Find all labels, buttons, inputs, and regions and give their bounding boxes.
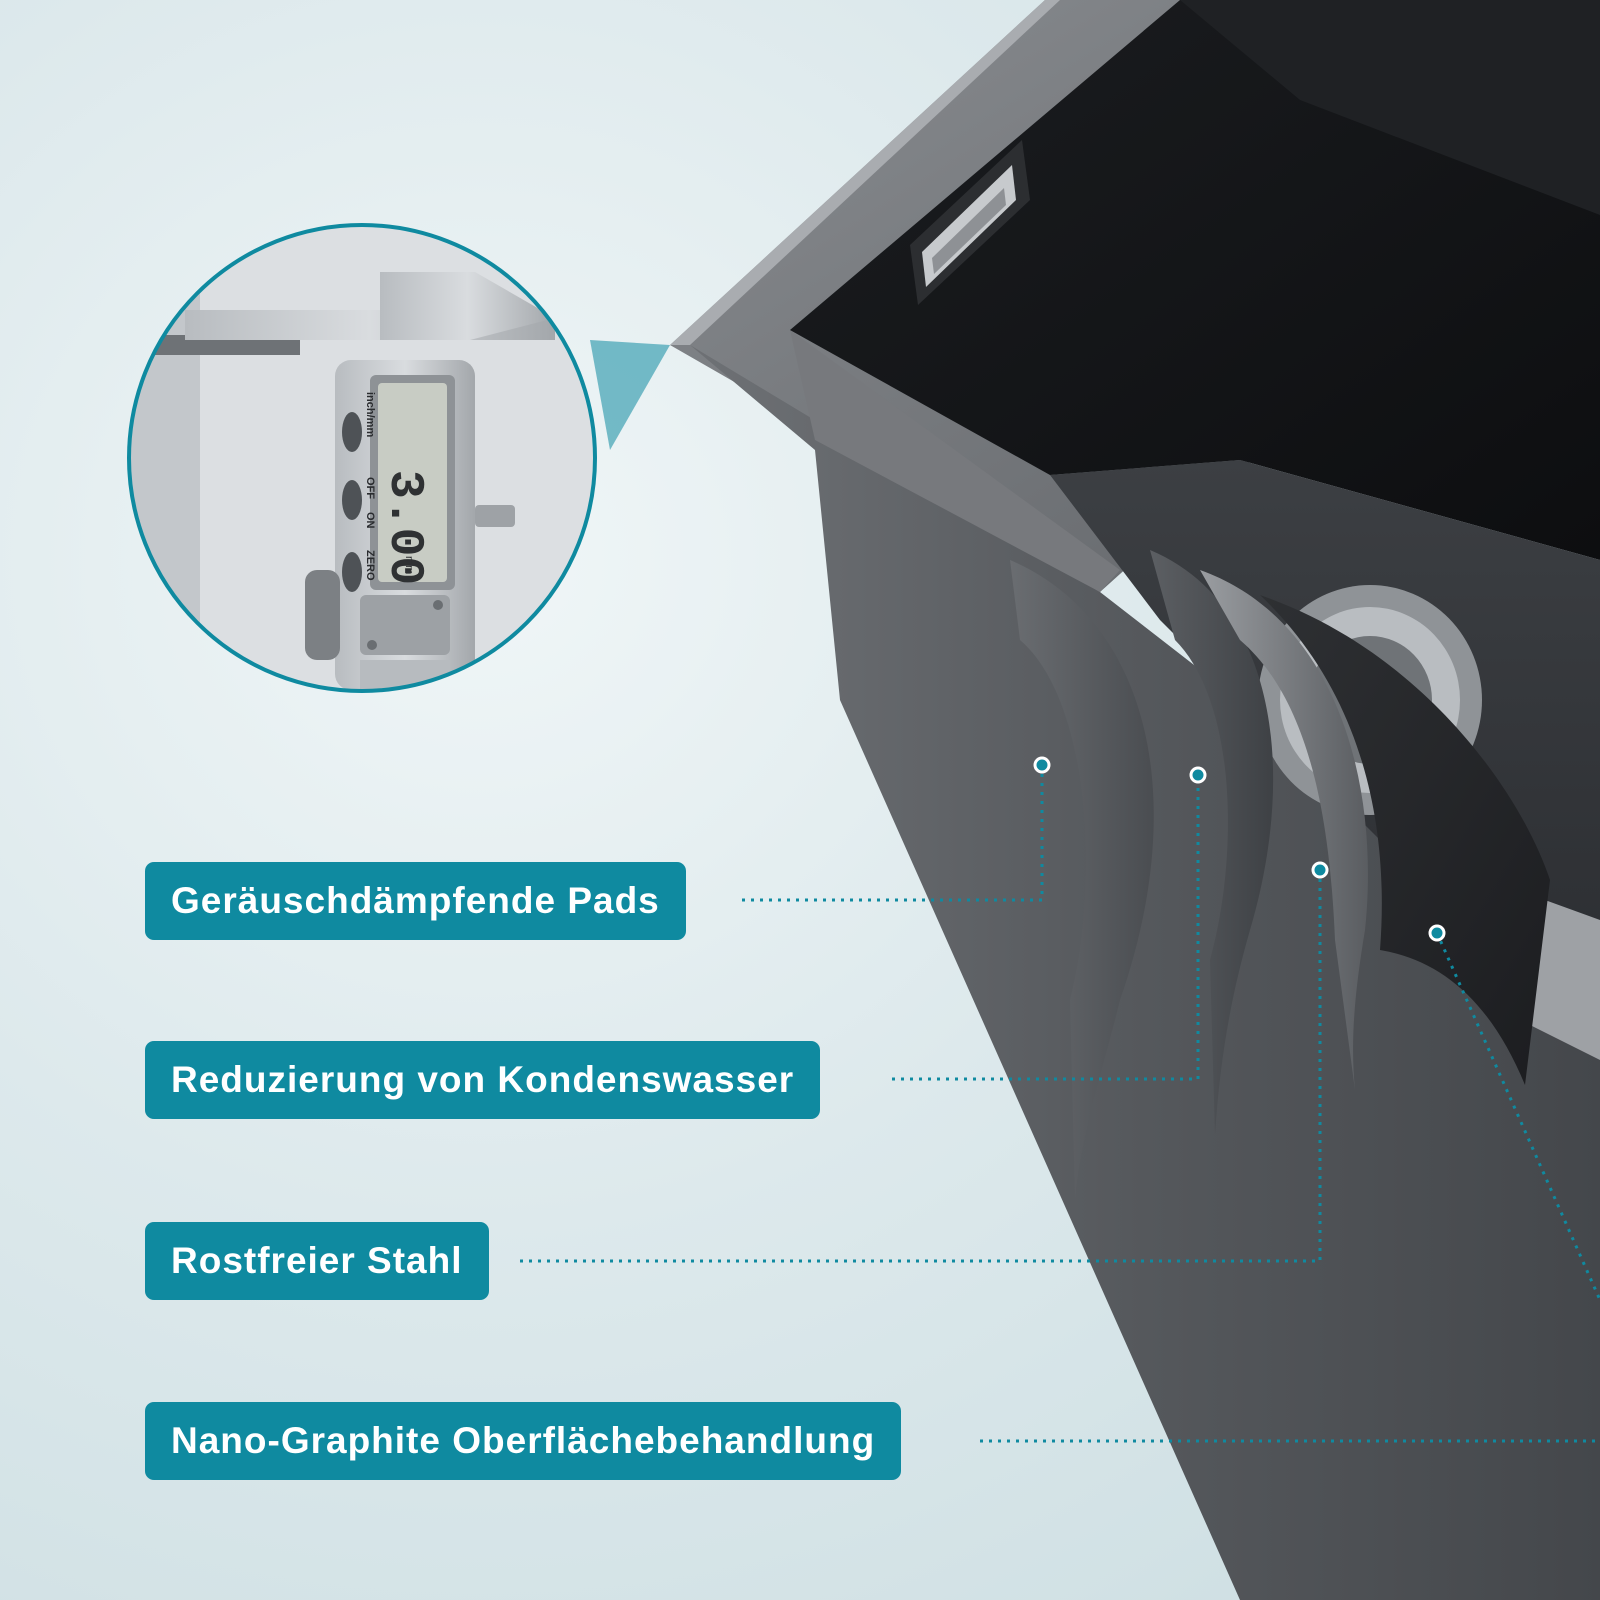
leader-line-4-upper (1435, 932, 1600, 1301)
zoom-connector (590, 340, 670, 450)
zero-button-label: ZERO (364, 550, 376, 581)
leader-line-2 (892, 775, 1200, 1081)
callout-lines (520, 765, 1600, 1443)
leader-line-1 (742, 765, 1044, 902)
callout-dot-3 (1311, 861, 1329, 879)
layer-pad-1 (1010, 560, 1154, 1200)
caliper-reading: 3.00 (377, 470, 431, 585)
callout-label-noise-pads: Geräuschdämpfende Pads (145, 862, 686, 940)
callout-dots (1033, 756, 1446, 942)
power-off-label: OFF (364, 477, 376, 499)
sink-inner-right (1180, 0, 1600, 215)
layers (1010, 550, 1550, 1200)
thumb-wheel (305, 570, 340, 660)
power-button[interactable] (342, 480, 362, 520)
zero-button[interactable] (342, 552, 362, 592)
callout-label-nano-graphite: Nano-Graphite Oberflächebehandlung (145, 1402, 902, 1480)
caliper-plate (360, 595, 450, 655)
caliper-jaw (380, 272, 555, 340)
sink-rim-highlight (670, 0, 1060, 345)
unit-button-label: inch/mm (364, 392, 376, 437)
power-on-label: ON (364, 512, 376, 529)
caliper-zoom-border (127, 223, 597, 693)
lock-screw (475, 505, 515, 527)
overflow-slot (910, 140, 1030, 305)
sink-side-wall (690, 345, 1600, 1600)
callout-label-condensation: Reduzierung von Kondenswasser (145, 1041, 821, 1119)
layer-pad-3 (1200, 570, 1368, 1090)
layer-pad-2 (1150, 550, 1274, 1135)
callout-dot-4 (1428, 924, 1446, 942)
sink-inner-wall (790, 0, 1600, 560)
caliper-reading-unit: mm (403, 556, 415, 574)
sink-front-wall (790, 330, 1120, 592)
layer-pad-4 (1260, 595, 1550, 1085)
callout-dot-1 (1033, 756, 1051, 774)
callout-dot-2 (1189, 766, 1207, 784)
caliper-zoom: inch/mm OFF ON ZERO 3.00 mm (127, 223, 597, 693)
callout-label-stainless-steel: Rostfreier Stahl (145, 1222, 489, 1300)
unit-button[interactable] (342, 412, 362, 452)
